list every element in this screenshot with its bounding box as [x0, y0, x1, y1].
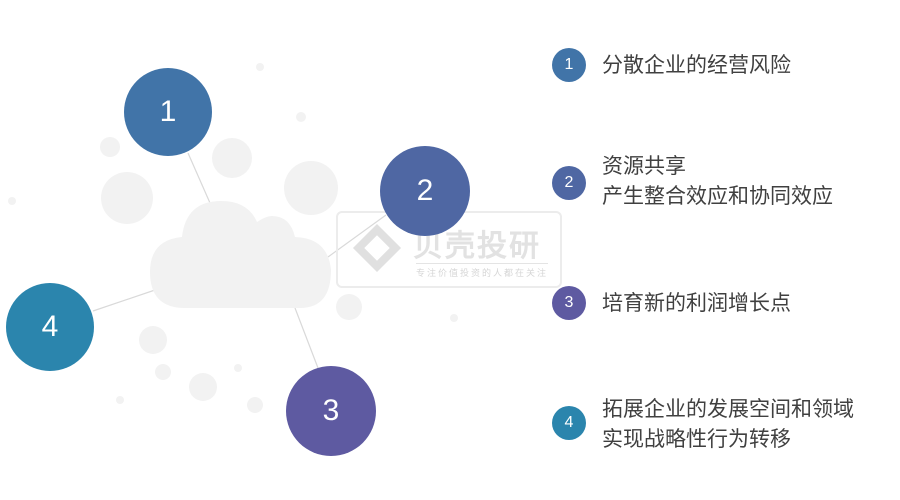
item-line: 拓展企业的发展空间和领域 [602, 397, 854, 421]
dot [247, 397, 263, 413]
node-label: 1 [159, 95, 177, 128]
item-line: 资源共享 [602, 154, 686, 178]
badge-number: 4 [564, 414, 574, 431]
badge-number: 1 [564, 56, 574, 73]
item-badge-2: 2 [552, 166, 586, 200]
list-item-1: 分散企业的经营风险 [602, 50, 791, 80]
dot [212, 138, 252, 178]
dot [155, 364, 171, 380]
node-label: 3 [322, 394, 340, 427]
node-4: 4 [6, 283, 94, 371]
item-line: 产生整合效应和协同效应 [602, 184, 833, 208]
badge-number: 3 [564, 294, 574, 311]
dot [8, 197, 16, 205]
dot [189, 373, 217, 401]
dot [100, 137, 120, 157]
watermark-logo-icon [352, 223, 402, 273]
list-item-3: 培育新的利润增长点 [602, 288, 791, 318]
list-item-4: 拓展企业的发展空间和领域 实现战略性行为转移 [602, 394, 854, 454]
badge-number: 2 [564, 174, 574, 191]
dot [336, 294, 362, 320]
list-item-2: 资源共享 产生整合效应和协同效应 [602, 151, 833, 211]
item-line: 实现战略性行为转移 [602, 427, 791, 451]
dot [284, 161, 338, 215]
dot [256, 63, 264, 71]
dot [296, 112, 306, 122]
connector-3 [294, 307, 319, 369]
watermark-subtitle: 专注价值投资的人都在关注 [416, 263, 549, 279]
node-2: 2 [380, 146, 470, 236]
node-3: 3 [286, 366, 376, 456]
connector-1 [187, 152, 211, 204]
item-badge-1: 1 [552, 48, 586, 82]
dot [139, 326, 167, 354]
node-label: 2 [416, 174, 434, 207]
dot [101, 172, 153, 224]
node-1: 1 [124, 68, 212, 156]
cloud-icon [150, 201, 331, 308]
item-line: 分散企业的经营风险 [602, 53, 791, 77]
dot [234, 364, 242, 372]
item-badge-3: 3 [552, 286, 586, 320]
item-line: 培育新的利润增长点 [602, 291, 791, 315]
node-label: 4 [41, 310, 59, 343]
decorative-dots [8, 63, 458, 413]
dot [450, 314, 458, 322]
connector-4 [92, 289, 156, 312]
dot [116, 396, 124, 404]
item-badge-4: 4 [552, 406, 586, 440]
